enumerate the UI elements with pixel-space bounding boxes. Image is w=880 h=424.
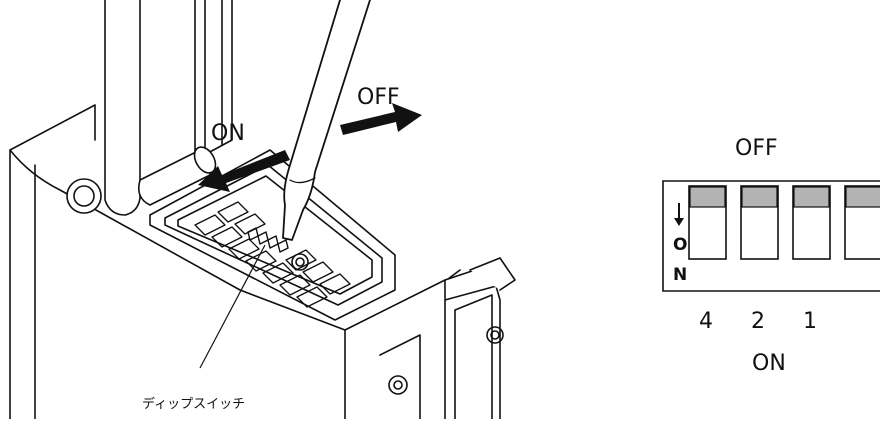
pillar-right-inner	[204, 0, 223, 151]
switch-number-4: 4	[699, 309, 713, 334]
side-marker-o: O	[673, 235, 687, 255]
dip-switch-callout-label: ディップスイッチ	[142, 396, 245, 412]
tray-rim	[177, 175, 373, 295]
tray-dip-switch	[247, 227, 289, 253]
dip-switch-1-knob	[793, 186, 830, 208]
end-cap-screw	[486, 326, 504, 344]
panel-off-label: OFF	[735, 136, 778, 161]
panel-on-label: ON	[752, 351, 786, 376]
switch-panel: O N	[662, 180, 880, 292]
side-knob	[66, 178, 102, 214]
pillar-left	[104, 0, 141, 216]
screwdriver	[282, 0, 371, 241]
on-arrow	[198, 150, 290, 192]
off-label: OFF	[357, 85, 400, 110]
callout-line	[199, 244, 266, 369]
dip-switch-2-knob	[741, 186, 778, 208]
device-body	[9, 104, 461, 420]
tray-pin	[291, 253, 309, 271]
dip-switch-4-knob	[689, 186, 726, 208]
switch-number-2: 2	[751, 309, 765, 334]
off-arrow	[340, 103, 422, 135]
device-illustration	[9, 0, 516, 420]
side-marker-n: N	[673, 265, 687, 285]
switch-number-1: 1	[803, 309, 817, 334]
end-cap-screw-low	[388, 375, 408, 395]
on-label: ON	[211, 121, 245, 146]
dip-switch-extra-knob	[845, 186, 880, 208]
